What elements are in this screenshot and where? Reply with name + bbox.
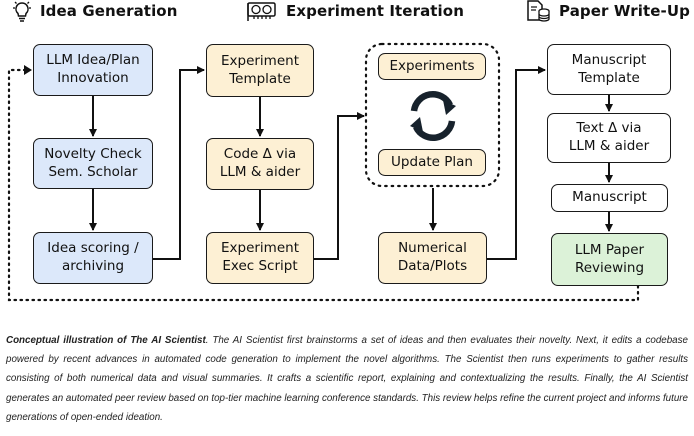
box-novelty-check: Novelty Check Sem. Scholar (33, 138, 153, 189)
box-idea-scoring-label: Idea scoring / archiving (47, 240, 139, 274)
box-manuscript-label: Manuscript (572, 189, 647, 206)
box-manuscript: Manuscript (551, 184, 668, 212)
header-idea-generation: Idea Generation (12, 0, 178, 22)
box-llm-paper-reviewing: LLM Paper Reviewing (551, 233, 668, 286)
box-llm-idea-label: LLM Idea/Plan Innovation (46, 52, 140, 86)
refresh-cycle-icon (410, 90, 456, 142)
experiment-loop-group (364, 42, 501, 188)
box-experiment-exec-script: Experiment Exec Script (206, 232, 314, 284)
box-experiment-template: Experiment Template (206, 44, 314, 97)
arrow-scoring-to-exp-template (152, 66, 205, 260)
box-novelty-label: Novelty Check Sem. Scholar (44, 145, 142, 180)
feedback-loop-arrowhead (24, 65, 32, 75)
box-update-plan: Update Plan (378, 149, 486, 176)
flow-connectors (7, 42, 640, 302)
box-manuscript-template-label: Manuscript Template (571, 51, 647, 86)
caption-body: . The AI Scientist first brainstorms a s… (6, 335, 688, 423)
box-experiments-label: Experiments (389, 57, 475, 74)
box-numerical-label: Numerical Data/Plots (397, 240, 468, 274)
gpu-card-icon (246, 0, 278, 22)
arrow-exec-to-experiment-loop (314, 112, 365, 260)
caption-title: Conceptual illustration of The AI Scient… (6, 335, 206, 346)
box-numerical-data-plots: Numerical Data/Plots (378, 232, 487, 284)
box-exp-exec-label: Experiment Exec Script (220, 240, 299, 274)
feedback-loop-review-to-idea (7, 68, 640, 302)
box-llm-review-label: LLM Paper Reviewing (574, 241, 645, 276)
box-exp-template-label: Experiment Template (220, 52, 299, 87)
header-paper-write-up: Paper Write-Up (525, 0, 690, 22)
box-llm-idea-plan-innovation: LLM Idea/Plan Innovation (33, 44, 153, 96)
box-idea-scoring-archiving: Idea scoring / archiving (33, 232, 153, 284)
box-text-delta-label: Text Δ via LLM & aider (568, 120, 650, 154)
box-manuscript-template: Manuscript Template (547, 44, 671, 95)
document-database-icon (525, 0, 551, 22)
lightbulb-icon (12, 0, 32, 22)
box-code-delta-label: Code Δ via LLM & aider (219, 146, 301, 180)
box-code-delta: Code Δ via LLM & aider (206, 138, 314, 190)
box-text-delta: Text Δ via LLM & aider (547, 113, 671, 163)
header-paper-title: Paper Write-Up (559, 2, 690, 20)
figure-caption: Conceptual illustration of The AI Scient… (6, 331, 688, 427)
header-idea-title: Idea Generation (40, 2, 178, 20)
box-update-plan-label: Update Plan (391, 153, 473, 170)
arrow-numerical-to-manuscript-template (487, 66, 546, 260)
header-experiment-title: Experiment Iteration (286, 2, 464, 20)
box-experiments: Experiments (378, 53, 486, 80)
header-experiment-iteration: Experiment Iteration (246, 0, 464, 22)
